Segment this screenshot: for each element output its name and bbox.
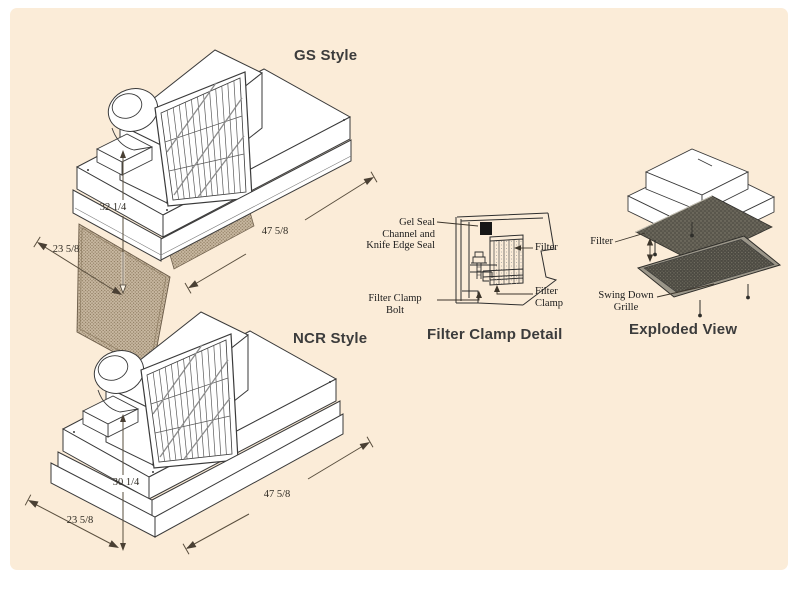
detail-filter-clamp-line1: Filter <box>535 286 558 297</box>
swing-down-grille-line2: Grille <box>613 301 639 313</box>
gs-height-dimension: 32 1/4 <box>99 202 127 213</box>
gs-style-title: GS Style <box>294 47 358 64</box>
gel-seal-label-line2: Channel and <box>382 228 435 240</box>
ncr-style-title: NCR Style <box>293 330 368 347</box>
exploded-filter-label: Filter <box>590 236 613 247</box>
swing-down-grille-label: Swing Down Grille <box>598 290 653 313</box>
filter-clamp-bolt-label: Filter Clamp Bolt <box>357 293 433 316</box>
detail-filter-clamp-line2: Clamp <box>535 297 563 309</box>
ncr-dimension-arrows <box>28 414 370 551</box>
ncr-height-dimension: 30 1/4 <box>112 477 140 488</box>
filter-clamp-detail-drawing <box>436 212 558 306</box>
ncr-dimension-lines <box>24 416 374 555</box>
filter-clamp-bolt-line1: Filter Clamp <box>368 293 422 304</box>
filter-clamp-detail-title: Filter Clamp Detail <box>427 326 563 343</box>
gs-depth-dimension: 23 5/8 <box>52 244 80 255</box>
gel-seal-label: Gel Seal Channel and Knife Edge Seal <box>355 217 435 252</box>
ncr-length-dimension: 47 5/8 <box>263 489 291 500</box>
gel-seal-label-line3: Knife Edge Seal <box>366 240 435 251</box>
gs-unit-drawing <box>33 49 378 374</box>
exploded-view-title: Exploded View <box>629 321 738 338</box>
gs-dimension-arrows <box>37 150 374 295</box>
ncr-depth-dimension: 23 5/8 <box>66 515 94 526</box>
gel-seal-label-line1: Gel Seal <box>399 217 435 228</box>
gs-length-dimension: 47 5/8 <box>261 226 289 237</box>
detail-filter-clamp-label: Filter Clamp <box>535 286 563 309</box>
ncr-unit-drawing <box>24 311 374 555</box>
detail-filter-label: Filter <box>535 242 558 253</box>
swing-down-grille-line1: Swing Down <box>598 290 654 301</box>
exploded-view-drawing <box>614 148 782 318</box>
filter-clamp-bolt-line2: Bolt <box>385 304 405 316</box>
